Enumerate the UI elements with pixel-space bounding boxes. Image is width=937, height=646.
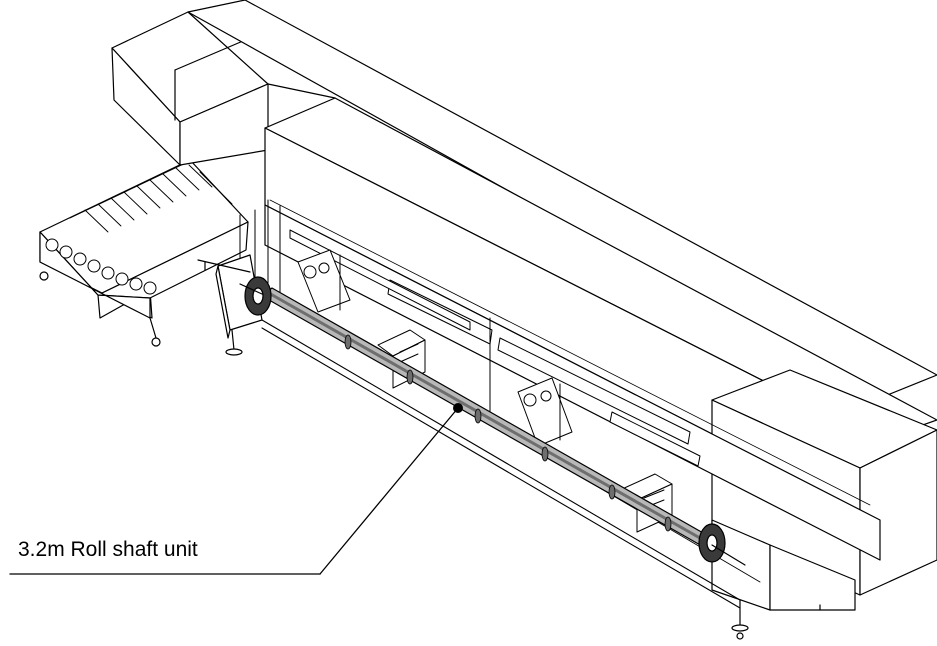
printer-body	[111, 0, 937, 640]
ink-cabinet	[39, 141, 249, 347]
roll-shaft	[239, 276, 746, 566]
roll-shaft-hub-left	[239, 276, 272, 316]
media-holders	[297, 249, 673, 533]
callout-leader	[9, 407, 459, 575]
roll-shaft-hub-right	[698, 523, 746, 566]
callout-label: 3.2m Roll shaft unit	[18, 538, 198, 561]
